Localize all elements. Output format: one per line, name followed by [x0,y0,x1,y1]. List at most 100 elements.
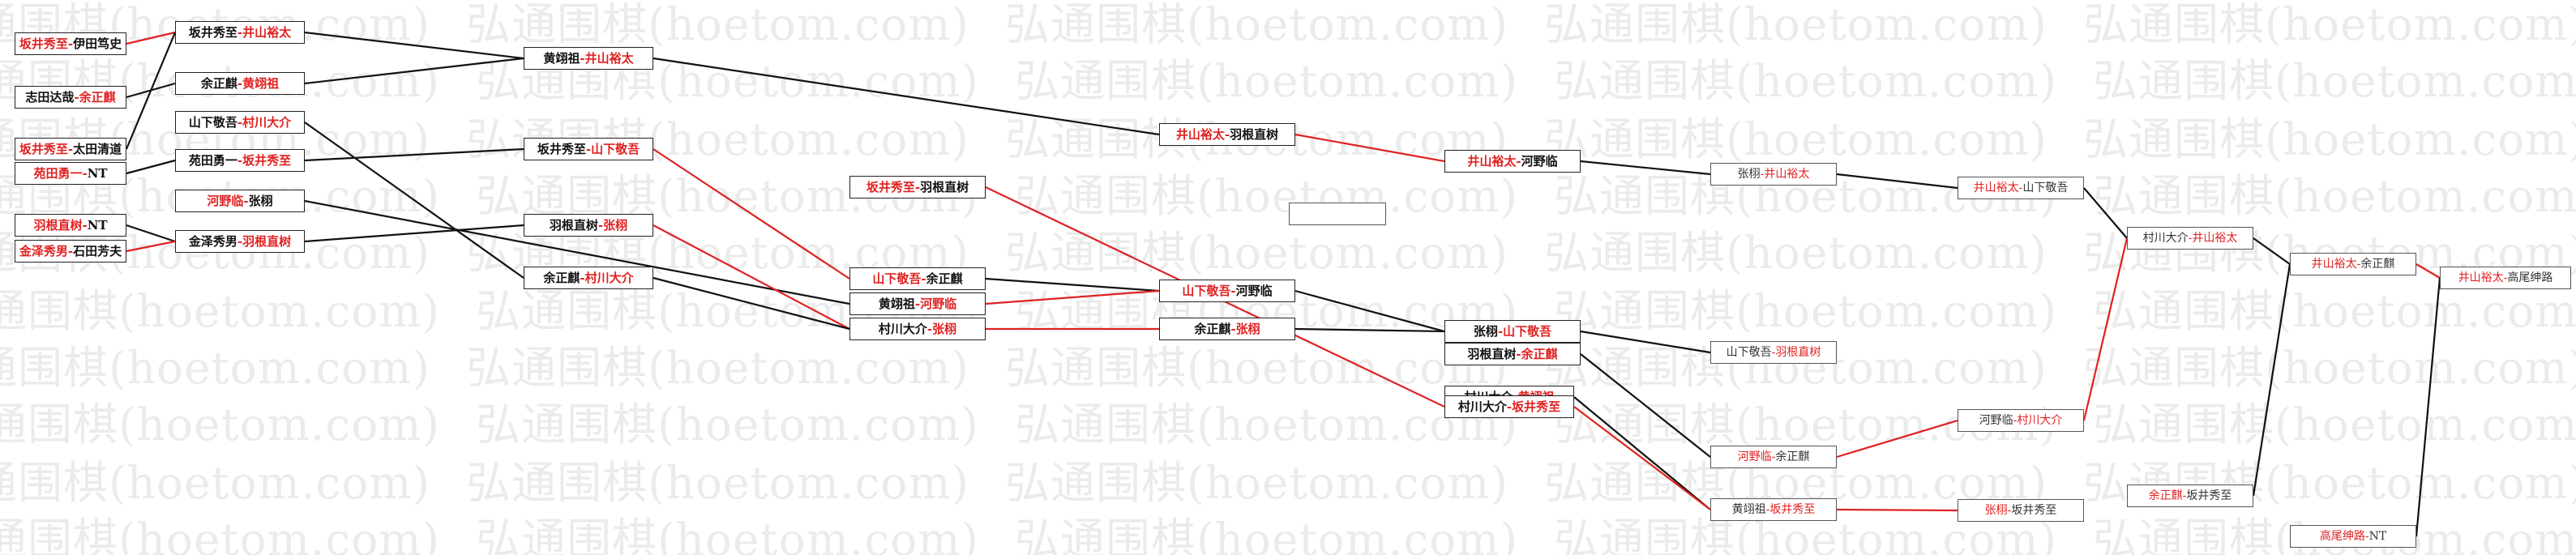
match-box-r1b[interactable]: 志田达哉-余正麒 [15,86,126,109]
match-box-r8c[interactable]: 张栩-坂井秀至 [1958,499,2084,522]
match-box-r3d[interactable]: 余正麒-村川大介 [524,267,653,289]
match-box-r7b[interactable]: 山下敬吾-羽根直树 [1710,341,1837,364]
connector-r4c-r5b [985,289,1160,305]
player-1-name: 村川大介 [2142,232,2189,245]
match-dash: - [580,50,585,66]
connector-r6e-r7d [1573,406,1711,510]
connector-r8b-r9a [2082,237,2129,421]
match-box-r8a[interactable]: 井山裕太-山下敬吾 [1958,177,2084,199]
match-dash: - [1516,153,1521,169]
match-box-r4b[interactable]: 山下敬吾-余正麒 [849,267,986,290]
match-box-r9b[interactable]: 余正麒-坂井秀至 [2127,485,2253,507]
player-2-name: 山下敬吾 [2022,181,2069,194]
match-box-r2d[interactable]: 苑田勇一-坂井秀至 [175,149,305,172]
match-box-r3c[interactable]: 羽根直树-张栩 [524,214,653,237]
match-box-r10b[interactable]: 高尾绅路-NT [2290,525,2416,548]
player-1-name: 山下敬吾 [1182,283,1231,298]
match-box-r4a[interactable]: 坂井秀至-羽根直树 [849,176,986,199]
match-dash: - [914,296,921,311]
connector-r2e-r4c [304,199,850,305]
player-2-name: 坂井秀至 [2011,504,2057,517]
match-dash: - [1230,321,1236,336]
match-dash: - [237,114,243,130]
player-1-name: 余正麒 [1194,321,1231,336]
match-box-r11a[interactable]: 井山裕太-高尾绅路 [2440,267,2571,289]
match-box-r1c[interactable]: 坂井秀至-太田清道 [15,138,126,160]
watermark-text: 弘通围棋(hoetom.com) [0,342,430,394]
player-2-name: NT [87,165,108,181]
player-1-name: 井山裕太 [1175,126,1225,142]
watermark-text: 弘通围棋(hoetom.com) [2093,55,2576,107]
connector-r2a-r3a [304,31,524,60]
match-box-r1a[interactable]: 坂井秀至-伊田笃史 [15,32,126,55]
player-2-name: 坂井秀至 [1512,399,1561,414]
match-box-r1e[interactable]: 羽根直树-NT [15,214,126,237]
match-box-r5a[interactable]: 井山裕太-羽根直树 [1159,123,1295,146]
player-2-name: 余正麒 [2360,258,2395,271]
player-2-name: 井山裕太 [1764,168,1810,181]
match-dash: - [914,179,921,194]
match-dash: - [1765,503,1770,516]
match-box-r2e[interactable]: 河野临-张栩 [175,190,305,212]
match-box-r6c[interactable]: 羽根直树-余正麒 [1444,343,1581,365]
match-box-r5c[interactable]: 余正麒-张栩 [1159,318,1295,340]
match-box-r6a[interactable]: 井山裕太-河野临 [1444,150,1581,173]
watermark-text: 弘通围棋(hoetom.com) [1015,55,1518,107]
match-box-r4c[interactable]: 黄翊祖-河野临 [849,292,986,315]
watermark-text: 弘通围棋(hoetom.com) [476,514,979,555]
connector-r7c-r8b [1836,419,1958,459]
player-1-name: 张栩 [1737,168,1761,181]
connector-r1d-r2d [126,159,176,175]
match-box-r3b[interactable]: 坂井秀至-山下敬吾 [524,138,653,160]
connector-r10b-r11a [2415,277,2441,537]
match-box-r2a[interactable]: 坂井秀至-井山裕太 [175,21,305,44]
match-box-r7c[interactable]: 河野临-余正麒 [1710,446,1837,468]
match-box-r1d[interactable]: 苑田勇一-NT [15,162,126,185]
match-dash: - [921,271,926,286]
match-box-r5b[interactable]: 山下敬吾-河野临 [1159,280,1295,302]
connector-r3c-r4d [653,224,850,330]
match-dash: - [1224,126,1230,142]
match-box-r8b[interactable]: 河野临-村川大介 [1958,409,2084,432]
player-2-name: NT [2368,530,2387,543]
watermark-text: 弘通围棋(hoetom.com) [476,399,979,450]
match-dash: - [2013,414,2018,427]
player-1-name: 张栩 [1473,323,1498,339]
match-box-r10a[interactable]: 井山裕太-余正麒 [2290,253,2416,275]
match-box-r4d[interactable]: 村川大介-张栩 [849,318,986,340]
player-1-name: 河野临 [1979,414,2013,427]
player-1-name: 黄翊祖 [878,296,915,311]
player-2-name: 坂井秀至 [242,152,292,168]
match-box-r6e[interactable]: 村川大介-坂井秀至 [1444,395,1574,418]
player-1-name: 金泽秀男 [188,233,237,249]
match-box-r7a[interactable]: 张栩-井山裕太 [1710,163,1837,186]
player-2-name: 石田芳夫 [73,243,122,258]
player-2-name: 余正麒 [79,89,116,105]
player-1-name: 井山裕太 [1467,153,1517,169]
match-box-r2b[interactable]: 余正麒-黄翊祖 [175,72,305,95]
player-1-name: 山下敬吾 [1726,346,1772,359]
match-box-r3a[interactable]: 黄翊祖-井山裕太 [524,47,653,70]
connector-r2d-r3b [304,147,524,162]
match-box-r2f[interactable]: 金泽秀男-羽根直树 [175,230,305,253]
match-box-r9a[interactable]: 村川大介-井山裕太 [2127,227,2253,250]
watermark-text: 弘通围棋(hoetom.com) [0,457,430,509]
match-dash: - [1771,450,1776,463]
match-box-r7d[interactable]: 黄翊祖-坂井秀至 [1710,498,1837,521]
connector-r2c-r3d [304,122,524,279]
match-box-r1f[interactable]: 金泽秀男-石田芳夫 [15,240,126,263]
player-1-name: 坂井秀至 [866,179,915,194]
watermark-text: 弘通围棋(hoetom.com) [2093,170,2576,222]
player-2-name: 山下敬吾 [591,141,640,156]
connector-r1a-r2a [126,31,176,45]
player-2-name: 羽根直树 [920,179,969,194]
match-dash: - [237,24,243,40]
player-2-name: 余正麒 [926,271,963,286]
connector-r6d-r7d [1573,396,1711,510]
connector-r6b-r7b [1580,330,1711,354]
match-box-r6b[interactable]: 张栩-山下敬吾 [1444,320,1581,343]
watermark-text: 弘通围棋(hoetom.com) [2093,399,2576,450]
player-1-name: 山下敬吾 [188,114,237,130]
match-box-r2c[interactable]: 山下敬吾-村川大介 [175,111,305,134]
